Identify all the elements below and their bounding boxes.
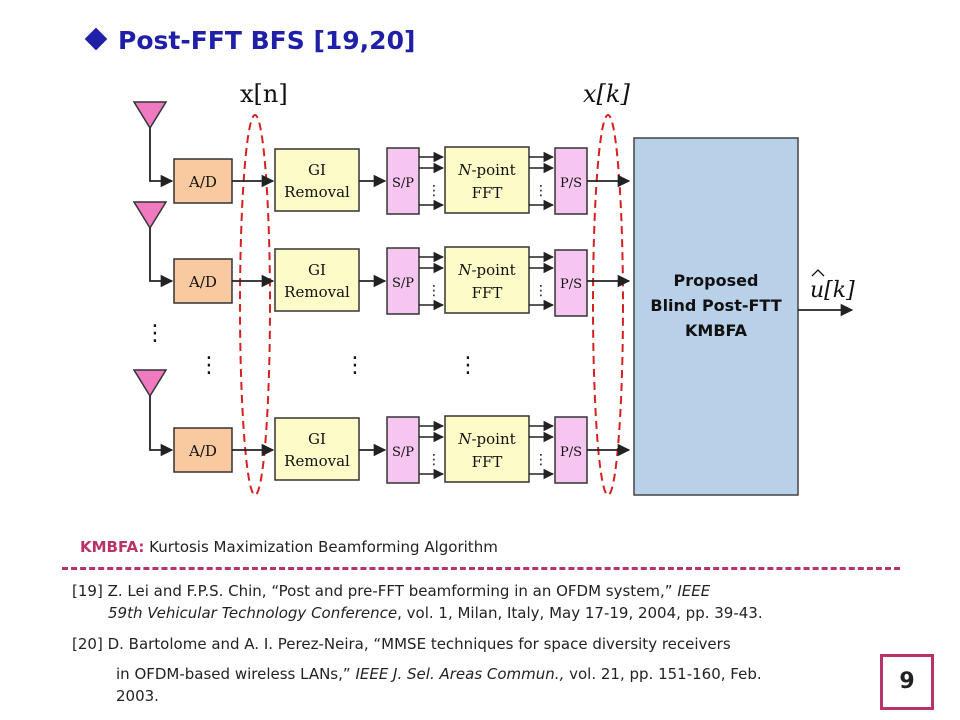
ad-label: A/D xyxy=(188,442,217,460)
ad-box xyxy=(173,258,233,304)
ps-label: P/S xyxy=(560,277,582,292)
page-number: 9 xyxy=(880,654,934,710)
receiver-block-diagram: x[n] x[k] A/D GI Removal S/P ⋮ N-point F… xyxy=(132,80,855,496)
vertical-dots-icon: ⋮ xyxy=(534,283,548,299)
proposed-kmbfa-box xyxy=(633,137,799,496)
vertical-dots-icon: ⋮ xyxy=(427,452,441,468)
fft-box xyxy=(444,246,530,314)
branch-1: A/D GI Removal S/P ⋮ N-point FFT ⋮ P/S xyxy=(132,101,631,215)
ref19-tag: [19] xyxy=(72,582,103,600)
vertical-dots-icon: ⋮ xyxy=(534,183,548,199)
proposed-line-1: Proposed xyxy=(674,271,759,290)
gi-label: GI xyxy=(308,161,326,179)
dashed-divider xyxy=(62,567,900,570)
fft-label: FFT xyxy=(472,184,503,202)
fft-box xyxy=(444,415,530,483)
ad-label: A/D xyxy=(188,273,217,291)
signal-label-xk: x[k] xyxy=(583,80,630,108)
fft-label: FFT xyxy=(472,284,503,302)
branch-2: A/D GI Removal S/P ⋮ N-point FFT ⋮ P/S xyxy=(132,201,631,317)
ps-label: P/S xyxy=(560,445,582,460)
vertical-dots-icon: ⋮ xyxy=(534,452,548,468)
ad-box xyxy=(173,158,233,204)
kmbfa-term: KMBFA: xyxy=(80,538,145,556)
vertical-dots-icon: ⋮ xyxy=(198,353,220,378)
sp-box xyxy=(386,247,420,315)
fft-npoint-label: N-point xyxy=(457,261,515,279)
sp-label: S/P xyxy=(392,445,414,460)
slide-title: Post-FFT BFS [19,20] xyxy=(84,26,416,55)
branch-3: A/D GI Removal S/P ⋮ N-point FFT ⋮ P/S xyxy=(132,369,631,484)
antenna-icon xyxy=(132,201,168,230)
vertical-dots-icon: ⋮ xyxy=(427,183,441,199)
sp-box xyxy=(386,147,420,215)
antenna-icon xyxy=(132,101,168,130)
antenna-icon xyxy=(132,369,168,398)
reference-19: [19] Z. Lei and F.P.S. Chin, “Post and p… xyxy=(72,582,763,622)
hat-icon xyxy=(811,269,825,277)
gi-label: GI xyxy=(308,261,326,279)
ps-box xyxy=(554,249,588,317)
signal-label-xn: x[n] xyxy=(240,80,288,108)
proposed-line-3: KMBFA xyxy=(685,321,748,340)
sp-box xyxy=(386,416,420,484)
fft-npoint-label: N-point xyxy=(457,161,515,179)
vertical-dots-icon: ⋮ xyxy=(457,353,479,378)
kmbfa-definition: KMBFA: Kurtosis Maximization Beamforming… xyxy=(80,538,498,556)
ps-label: P/S xyxy=(560,176,582,191)
removal-label: Removal xyxy=(284,452,350,470)
sp-label: S/P xyxy=(392,276,414,291)
gi-removal-box xyxy=(274,417,360,481)
ad-label: A/D xyxy=(188,173,217,191)
sp-label: S/P xyxy=(392,176,414,191)
removal-label: Removal xyxy=(284,183,350,201)
proposed-line-2: Blind Post-FTT xyxy=(650,296,781,315)
fft-box xyxy=(444,146,530,214)
time-domain-ellipse xyxy=(239,114,271,496)
gi-label: GI xyxy=(308,430,326,448)
kmbfa-meaning: Kurtosis Maximization Beamforming Algori… xyxy=(144,538,498,556)
vertical-dots-icon: ⋮ xyxy=(144,321,166,346)
removal-label: Removal xyxy=(284,283,350,301)
ref20-tag: [20] xyxy=(72,635,103,653)
freq-domain-ellipse xyxy=(592,114,624,496)
gi-removal-box xyxy=(274,148,360,212)
slide-title-text: Post-FFT BFS [19,20] xyxy=(118,26,416,55)
vertical-dots-icon: ⋮ xyxy=(344,353,366,378)
fft-label: FFT xyxy=(472,453,503,471)
fft-npoint-label: N-point xyxy=(457,430,515,448)
output-label: u[k] xyxy=(810,278,855,303)
reference-20: [20] D. Bartolome and A. I. Perez-Neira,… xyxy=(72,635,762,705)
gi-removal-box xyxy=(274,248,360,312)
ps-box xyxy=(554,416,588,484)
vertical-dots-icon: ⋮ xyxy=(427,283,441,299)
